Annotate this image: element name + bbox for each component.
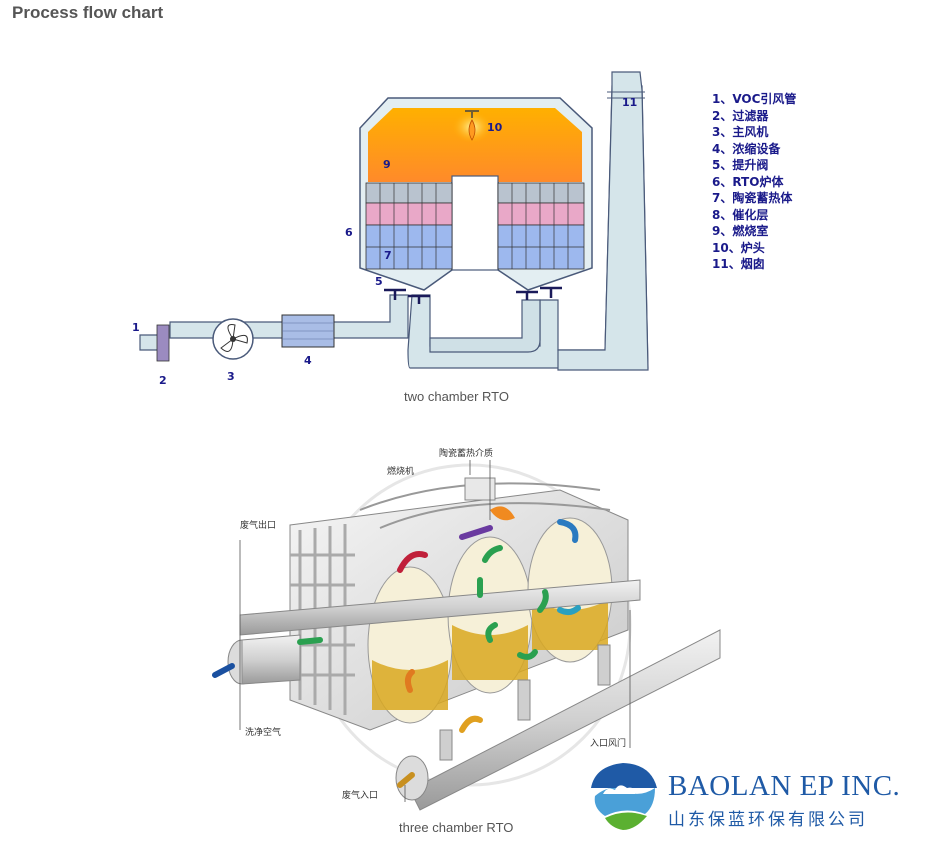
legend-item: 6、RTO炉体	[712, 174, 784, 189]
two-chamber-rto-diagram: 1 2 3 4 5 6 7 9 10 11	[132, 71, 649, 387]
main-fan-icon	[212, 318, 254, 360]
label-11: 11	[622, 96, 637, 109]
label-purge-air: 洗净空气	[245, 726, 281, 738]
label-9: 9	[383, 158, 391, 171]
label-ceramic: 陶瓷蓄热介质	[439, 447, 493, 459]
flow-arrows	[212, 519, 581, 788]
legend-item: 10、炉头	[712, 240, 765, 255]
company-name-chinese: 山东保蓝环保有限公司	[668, 810, 868, 830]
pipes	[227, 579, 721, 811]
label-3: 3	[227, 370, 235, 383]
page-title: Process flow chart	[12, 3, 164, 22]
filter	[156, 324, 170, 362]
caption-three-chamber: three chamber RTO	[399, 820, 514, 835]
label-4: 4	[304, 354, 312, 367]
label-exhaust-in: 废气入口	[342, 789, 378, 801]
legend-item: 5、提升阀	[712, 158, 769, 172]
diagram1-numbers: 1 2 3 4 5 6 7 9 10 11	[132, 96, 637, 387]
lift-valves	[384, 286, 562, 304]
label-7: 7	[384, 249, 392, 262]
three-chamber-rto-diagram: 陶瓷蓄热介质 燃烧机 废气出口 洗净空气 入口风门 废气入口	[212, 447, 721, 811]
legend-item: 3、主风机	[712, 125, 769, 139]
ceramic-beds	[365, 182, 585, 270]
legend: 1、VOC引风管 2、过滤器 3、主风机 4、浓缩设备 5、提升阀 6、RTO炉…	[712, 91, 796, 273]
chimney	[557, 71, 649, 371]
legend-item: 9、燃烧室	[712, 224, 769, 238]
caption-two-chamber: two chamber RTO	[404, 389, 510, 404]
legend-item: 7、陶瓷蓄热体	[712, 191, 793, 205]
label-burner: 燃烧机	[387, 465, 414, 477]
legend-item: 2、过滤器	[712, 108, 769, 123]
label-inlet-damper: 入口风门	[590, 737, 626, 749]
legend-item: 4、浓缩设备	[712, 141, 781, 156]
legend-item: 8、催化层	[712, 207, 769, 222]
label-5: 5	[375, 275, 383, 288]
diagram2-labels: 陶瓷蓄热介质 燃烧机 废气出口 洗净空气 入口风门 废气入口	[240, 447, 626, 801]
label-1: 1	[132, 321, 140, 334]
label-2: 2	[159, 374, 167, 387]
label-6: 6	[345, 226, 353, 239]
label-10: 10	[487, 121, 503, 134]
legend-item: 1、VOC引风管	[712, 92, 797, 106]
legend-item: 11、烟囱	[712, 257, 765, 271]
baolan-logo-icon	[589, 761, 657, 830]
label-exhaust-out: 废气出口	[240, 519, 276, 531]
company-name: BAOLAN EP INC.	[668, 770, 901, 802]
